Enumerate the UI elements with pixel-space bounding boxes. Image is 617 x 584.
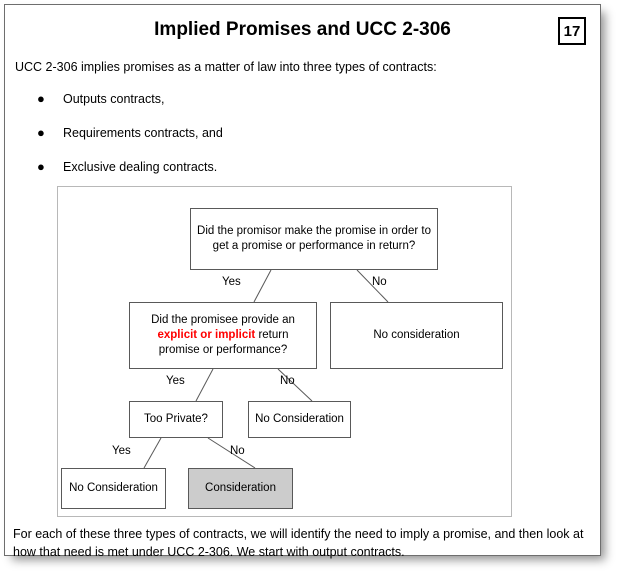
edge-label-yes-2: Yes	[166, 375, 185, 387]
promisee-text-highlight: explicit or implicit	[157, 329, 256, 341]
edge-label-no-1: No	[372, 276, 387, 288]
edge-yes-2	[195, 368, 214, 402]
flow-node-no-consideration-mid-label: No Consideration	[255, 413, 344, 425]
flow-node-no-consideration-right-label: No consideration	[373, 329, 460, 341]
flow-node-no-consideration-mid: No Consideration	[248, 401, 351, 438]
flow-node-consideration-label: Consideration	[205, 482, 276, 494]
flow-node-promisee-question: Did the promisee provide an explicit or …	[129, 302, 317, 369]
flowchart-connectors	[143, 269, 389, 469]
flow-node-too-private: Too Private?	[129, 401, 223, 438]
flow-node-no-consideration-bottom-label: No Consideration	[69, 482, 158, 494]
flow-node-no-consideration-bottom: No Consideration	[61, 468, 166, 509]
list-item-label: Exclusive dealing contracts.	[63, 160, 218, 174]
flow-node-promisor-label: Did the promisor make the promise in ord…	[197, 225, 431, 252]
edge-no-2	[277, 368, 313, 402]
flow-node-consideration: Consideration	[188, 468, 293, 509]
footer-note: For each of these three types of contrac…	[13, 527, 584, 559]
bullet-dot-icon: ●	[37, 91, 45, 106]
list-item-label: Requirements contracts, and	[63, 126, 223, 140]
bullet-dot-icon: ●	[37, 125, 45, 140]
bullet-list: ● Outputs contracts, ● Requirements cont…	[37, 91, 467, 193]
intro-text: UCC 2-306 implies promises as a matter o…	[15, 60, 437, 74]
list-item-label: Outputs contracts,	[63, 92, 165, 106]
edge-yes-3	[143, 437, 162, 469]
consideration-flowchart: Did the promisor make the promise in ord…	[57, 186, 512, 517]
edge-no-3	[207, 437, 256, 469]
promisee-text-pre: Did the promisee provide an	[151, 314, 295, 326]
page-number-badge: 17	[558, 17, 586, 45]
flow-node-too-private-label: Too Private?	[144, 413, 208, 425]
list-item: ● Outputs contracts,	[37, 91, 467, 125]
edge-label-yes-3: Yes	[112, 445, 131, 457]
flow-node-no-consideration-right: No consideration	[330, 302, 503, 369]
slide-frame: Implied Promises and UCC 2-306 17 UCC 2-…	[4, 4, 601, 559]
list-item: ● Requirements contracts, and	[37, 125, 467, 159]
flow-node-promisor-question: Did the promisor make the promise in ord…	[190, 208, 438, 270]
page-number-value: 17	[563, 22, 581, 40]
flow-node-promisee-label: Did the promisee provide an explicit or …	[136, 313, 310, 358]
page-title: Implied Promises and UCC 2-306	[154, 19, 451, 40]
edge-label-yes-1: Yes	[222, 276, 241, 288]
promisee-text-post: return promise or performance?	[158, 329, 289, 356]
edge-label-no-2: No	[280, 375, 295, 387]
edge-yes-1	[253, 269, 272, 303]
list-item: ● Exclusive dealing contracts.	[37, 159, 467, 193]
edge-no-1	[356, 269, 389, 303]
edge-label-no-3: No	[230, 445, 245, 457]
bullet-dot-icon: ●	[37, 159, 45, 174]
